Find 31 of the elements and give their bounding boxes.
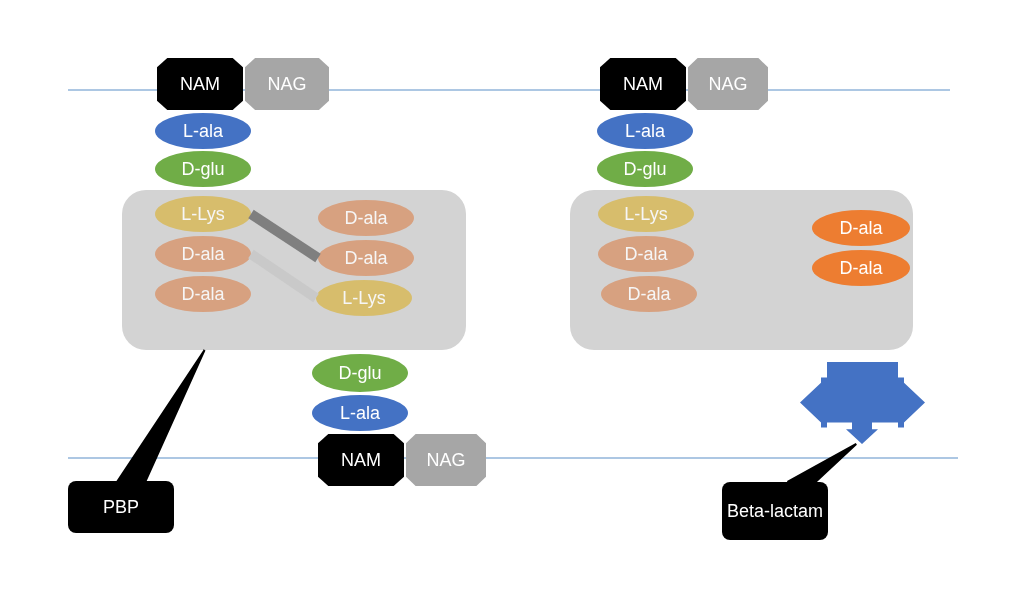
amino-acid-oval: L-ala (155, 113, 251, 149)
amino-acid-oval: D-ala (598, 236, 694, 272)
sugar-block: NAG (688, 58, 768, 110)
amino-acid-oval: D-ala (812, 210, 910, 246)
amino-acid-oval: L-Lys (316, 280, 412, 316)
amino-acid-oval: D-ala (318, 240, 414, 276)
sugar-block: NAM (318, 434, 404, 486)
amino-acid-oval: L-ala (312, 395, 408, 431)
cross-shape (800, 362, 925, 444)
amino-acid-oval: D-glu (155, 151, 251, 187)
amino-acid-oval: D-ala (812, 250, 910, 286)
callout-pointer (786, 443, 858, 483)
sugar-block: NAM (600, 58, 686, 110)
cross-link-rod (248, 209, 321, 263)
amino-acid-oval: D-ala (155, 276, 251, 312)
callout-pointer (115, 349, 206, 482)
sugar-block: NAG (406, 434, 486, 486)
sugar-block: NAM (157, 58, 243, 110)
enzyme-region (570, 190, 913, 350)
enzyme-region (122, 190, 466, 350)
cross-link-rod (248, 249, 319, 303)
amino-acid-oval: D-ala (318, 200, 414, 236)
sugar-block: NAG (245, 58, 329, 110)
amino-acid-oval: D-ala (601, 276, 697, 312)
amino-acid-oval: D-ala (155, 236, 251, 272)
amino-acid-oval: L-Lys (598, 196, 694, 232)
callout-box: PBP (68, 481, 174, 533)
amino-acid-oval: L-Lys (155, 196, 251, 232)
amino-acid-oval: D-glu (597, 151, 693, 187)
amino-acid-oval: D-glu (312, 354, 408, 392)
amino-acid-oval: L-ala (597, 113, 693, 149)
